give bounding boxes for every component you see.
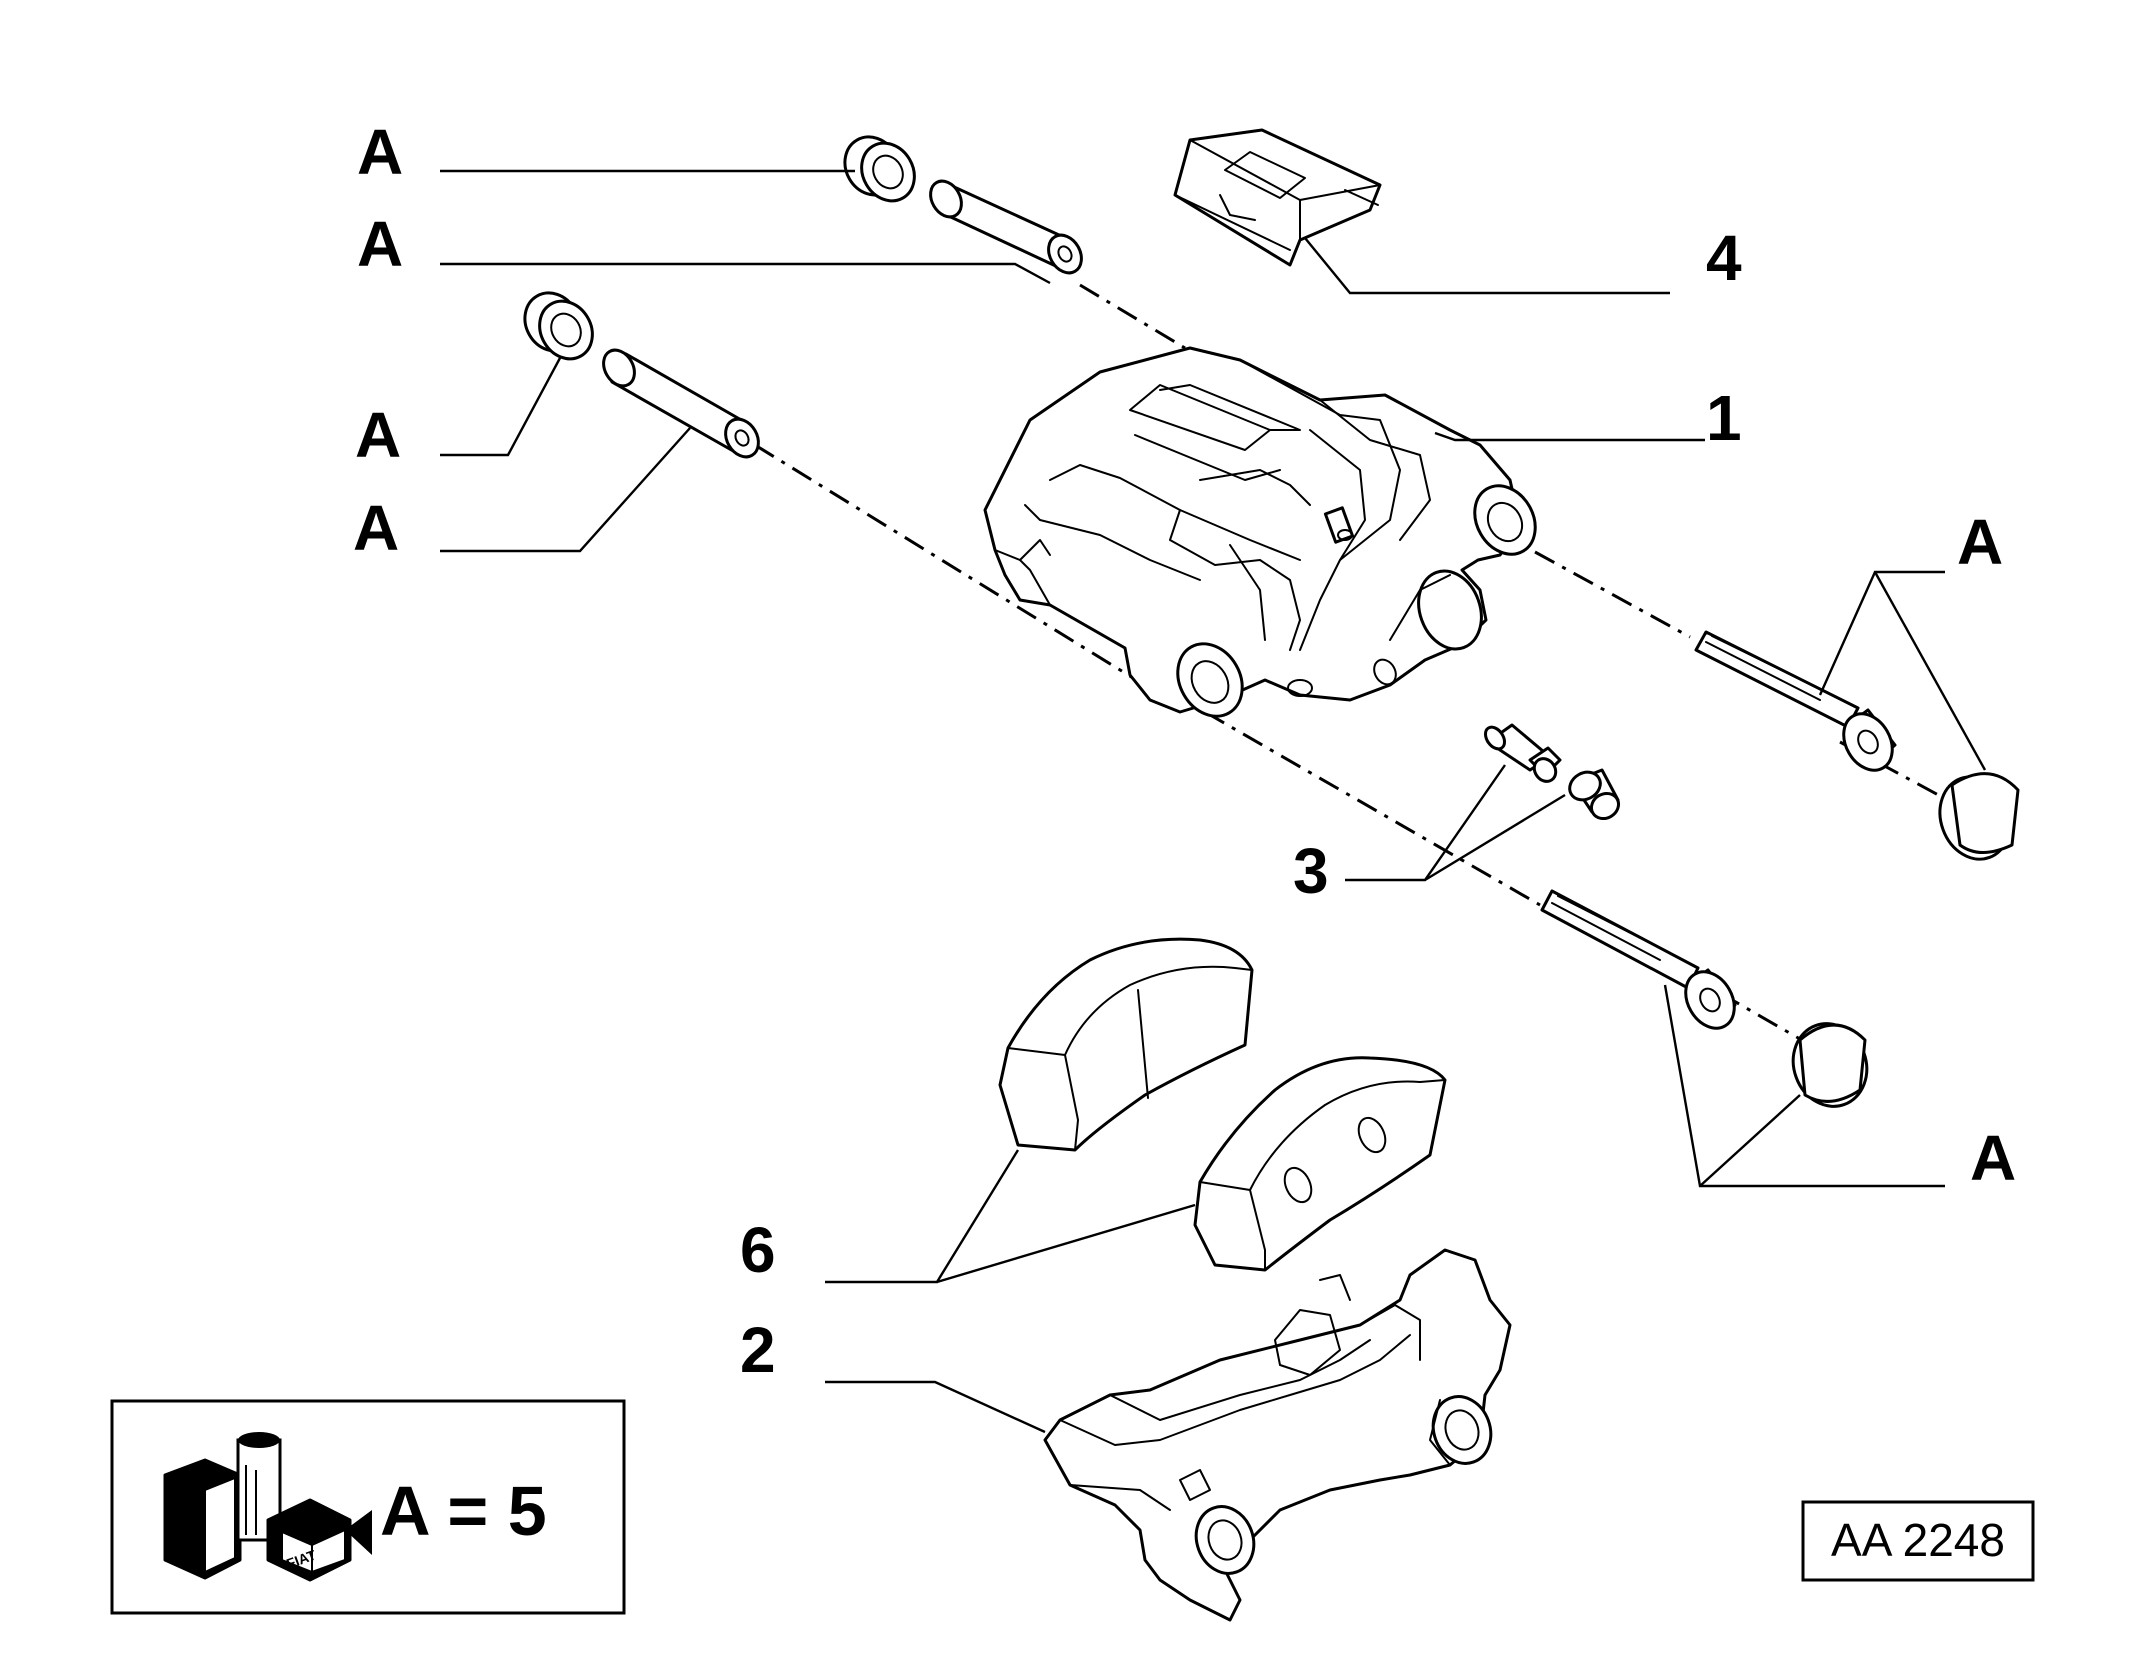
callout-number-2: 2 [740, 1314, 776, 1386]
guide-bushing-upper [929, 179, 1083, 275]
bleeder-screw [1483, 723, 1562, 783]
dust-cap-middle [523, 291, 594, 361]
callout-a-5: A [1957, 506, 2003, 578]
leader-lines [440, 169, 1987, 1434]
callout-a-4: A [353, 492, 399, 564]
callout-number-3: 3 [1293, 835, 1329, 907]
anti-rattle-spring [1173, 128, 1382, 267]
brake-pad-inner [1193, 1056, 1447, 1272]
reference-code: AA 2248 [1831, 1514, 2005, 1566]
callout-a-2: A [357, 208, 403, 280]
guide-bolt-cap-upper [1938, 772, 2020, 861]
reference-code-box: AA 2248 [1801, 1500, 2035, 1582]
guide-bolt-upper [1694, 630, 1897, 772]
brake-caliper-body [983, 346, 1537, 718]
guide-bolt-lower [1540, 889, 1737, 1030]
caliper-carrier-bracket [1043, 1248, 1512, 1622]
assembly-axes [754, 283, 1971, 1064]
callout-a-6: A [1970, 1122, 2016, 1194]
callout-number-4: 4 [1706, 222, 1742, 294]
guide-bushing-lower [602, 348, 760, 459]
callout-a-3: A [355, 399, 401, 471]
bleeder-cap [1568, 768, 1621, 821]
fiat-grease-product-icon: FIAT [163, 1432, 372, 1582]
dust-cap-upper [843, 135, 916, 203]
legend-equation: A = 5 [380, 1472, 547, 1550]
callout-number-6: 6 [740, 1214, 776, 1286]
callout-a-1: A [357, 116, 403, 188]
legend-box: FIAT A = 5 [110, 1399, 626, 1615]
brake-pad-outer [998, 937, 1254, 1152]
guide-bolt-cap-lower [1791, 1022, 1869, 1108]
callout-number-1: 1 [1706, 382, 1742, 454]
callout-labels: A A A A A A 1 2 3 4 6 [353, 116, 2016, 1386]
